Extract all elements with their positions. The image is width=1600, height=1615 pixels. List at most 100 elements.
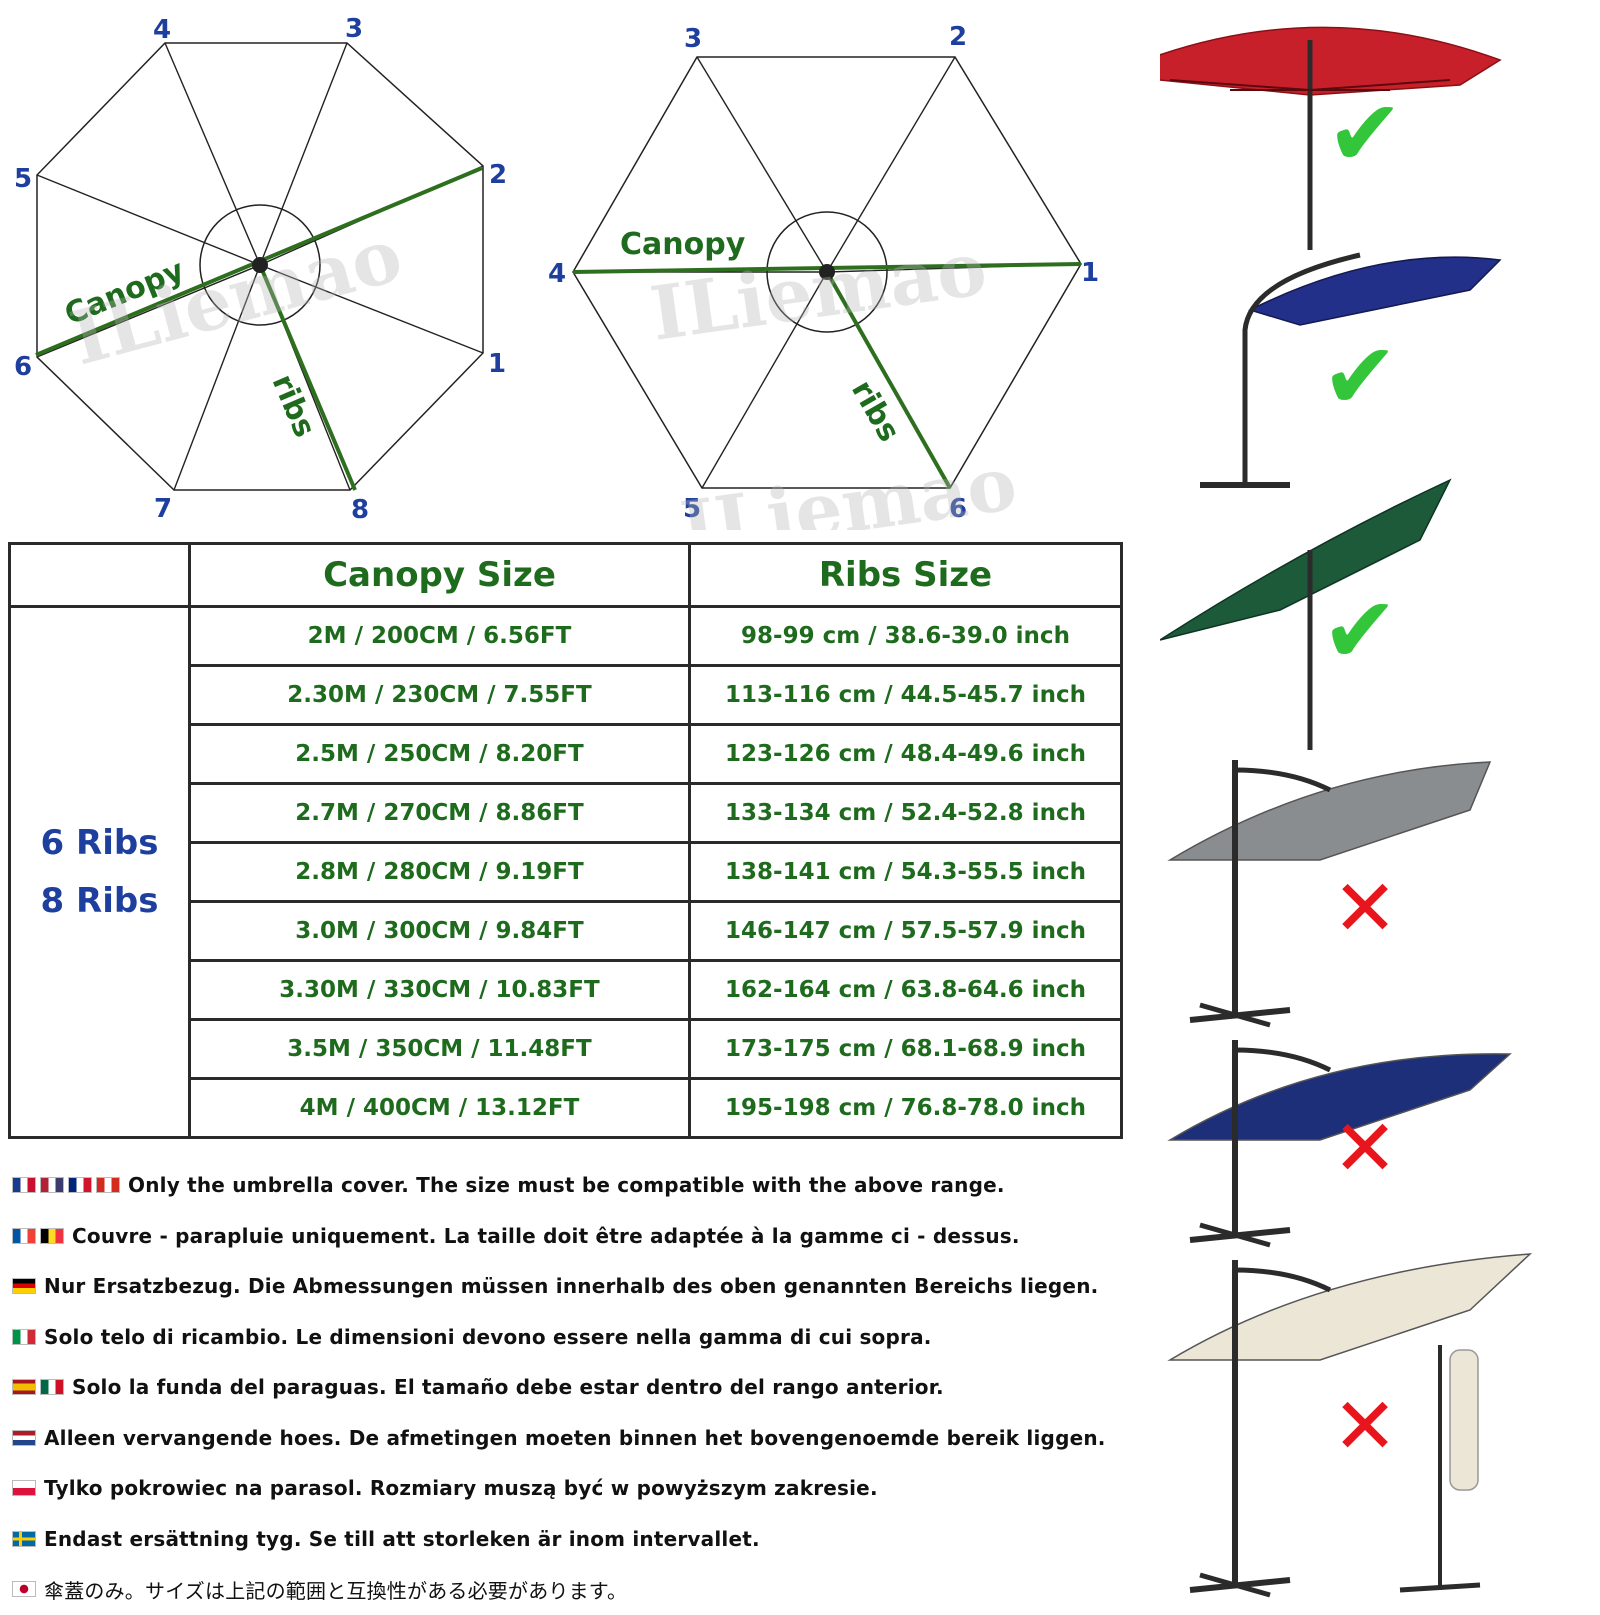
grey-cantilever-umbrella: ✕: [1167, 760, 1492, 1028]
ribs-size-cell: 173-175 cm / 68.1-68.9 inch: [688, 1018, 1123, 1080]
note-text: Endast ersättning tyg. Se till att storl…: [44, 1526, 760, 1551]
canopy-size-cell: 2.30M / 230CM / 7.55FT: [188, 664, 691, 726]
ribs-size-cell: 123-126 cm / 48.4-49.6 inch: [688, 723, 1123, 785]
note-text: Tylko pokrowiec na parasol. Rozmiary mus…: [44, 1476, 878, 1501]
umbrella-compatibility-column: ✔✔✔✕✕✕: [1117, 0, 1600, 1600]
flag-icon-it: [12, 1328, 36, 1345]
note-row: Only the umbrella cover. The size must b…: [12, 1160, 1122, 1211]
rib-line: [696, 56, 828, 273]
flag-group: [12, 1429, 36, 1446]
flag-icon-au: [68, 1177, 92, 1194]
blue-offset-umbrella: ✔: [1200, 252, 1502, 488]
point-label: 5: [683, 494, 701, 524]
hub-center: [819, 264, 835, 280]
note-row: Alleen vervangende hoes. De afmetingen m…: [12, 1413, 1122, 1464]
rib-line: [259, 264, 484, 354]
flag-icon-ca: [96, 1177, 120, 1194]
flag-icon-be: [40, 1227, 64, 1244]
point-label: 1: [488, 349, 506, 379]
flag-group: [12, 1328, 36, 1345]
rib-line: [173, 264, 261, 491]
flag-icon-us: [40, 1177, 64, 1194]
ribs-size-cell: 146-147 cm / 57.5-57.9 inch: [688, 900, 1123, 962]
point-label: 4: [153, 15, 171, 45]
table-header-empty: [8, 542, 191, 608]
ribs-size-cell: 162-164 cm / 63.8-64.6 inch: [688, 959, 1123, 1021]
table-header-ribs: Ribs Size: [688, 542, 1123, 608]
canopy-label: Canopy: [620, 227, 746, 262]
flag-icon-jp: [12, 1581, 36, 1598]
note-text: Solo telo di ricambio. Le dimensioni dev…: [44, 1324, 932, 1349]
note-text: Solo la funda del paraguas. El tamaño de…: [72, 1375, 944, 1400]
canopy-size-cell: 2.8M / 280CM / 9.19FT: [188, 841, 691, 903]
hub-circle: [766, 211, 888, 333]
cross-icon: ✕: [1332, 1104, 1397, 1194]
flag-icon-mx: [40, 1379, 64, 1396]
canopy-size-cell: 4M / 400CM / 13.12FT: [188, 1077, 691, 1139]
check-icon: ✔: [1321, 323, 1398, 430]
flag-icon-pl: [12, 1480, 36, 1497]
rib-line: [36, 174, 261, 266]
note-text: 傘蓋のみ。サイズは上記の範囲と互換性がある必要があります。: [44, 1578, 628, 1603]
flag-icon-fr: [12, 1227, 36, 1244]
flag-group: [12, 1379, 64, 1396]
note-text: Nur Ersatzbezug. Die Abmessungen müssen …: [44, 1274, 1099, 1299]
flag-group: [12, 1278, 36, 1295]
note-row: Endast ersättning tyg. Se till att storl…: [12, 1514, 1122, 1565]
point-label: 1: [1081, 258, 1099, 288]
ribs-size-cell: 98-99 cm / 38.6-39.0 inch: [688, 605, 1123, 667]
watermark: ILiemao: [676, 441, 1022, 530]
ribs-count-label: 6 Ribs: [40, 823, 159, 863]
point-label: 5: [14, 164, 32, 194]
point-label: 2: [949, 22, 967, 52]
ribs-size-cell: 195-198 cm / 76.8-78.0 inch: [688, 1077, 1123, 1139]
hub-circle: [199, 204, 321, 326]
point-label: 6: [949, 494, 967, 524]
point-label: 3: [684, 24, 702, 54]
note-row: Solo la funda del paraguas. El tamaño de…: [12, 1362, 1122, 1413]
rib-line: [259, 42, 348, 266]
canopy-size-cell: 3.30M / 330CM / 10.83FT: [188, 959, 691, 1021]
note-text: Alleen vervangende hoes. De afmetingen m…: [44, 1425, 1106, 1450]
canopy-size-cell: 3.5M / 350CM / 11.48FT: [188, 1018, 691, 1080]
table-header-row: Canopy Size Ribs Size: [8, 542, 1123, 608]
point-label: 4: [548, 259, 566, 289]
ribs-label: ribs: [844, 375, 907, 448]
flag-icon-de: [12, 1278, 36, 1295]
point-label: 2: [489, 160, 507, 190]
flag-group: [12, 1581, 36, 1598]
flag-icon-es: [12, 1379, 36, 1396]
beige-led-cantilever-umbrella: ✕: [1167, 1253, 1533, 1598]
ribs-count-label: 8 Ribs: [40, 881, 159, 921]
table-header-canopy: Canopy Size: [188, 542, 691, 608]
point-label: 8: [351, 495, 369, 525]
umbrella-illustrations: ✔✔✔✕✕✕: [1117, 26, 1533, 1598]
note-row: 傘蓋のみ。サイズは上記の範囲と互換性がある必要があります。: [12, 1564, 1122, 1615]
rib-line: [701, 271, 828, 489]
rib-line: [164, 42, 261, 266]
watermark: ILiemao: [62, 212, 410, 382]
ribs-measure-line: [825, 271, 952, 489]
point-label: 7: [154, 494, 172, 524]
notes-list: Only the umbrella cover. The size must b…: [12, 1160, 1122, 1615]
flag-icon-se: [12, 1530, 36, 1547]
note-row: Nur Ersatzbezug. Die Abmessungen müssen …: [12, 1261, 1122, 1312]
ribs-measure-line: [258, 264, 357, 491]
ribs-size-cell: 113-116 cm / 44.5-45.7 inch: [688, 664, 1123, 726]
flag-group: [12, 1177, 120, 1194]
ribs-size-cell: 138-141 cm / 54.3-55.5 inch: [688, 841, 1123, 903]
note-row: Tylko pokrowiec na parasol. Rozmiary mus…: [12, 1463, 1122, 1514]
canopy-size-cell: 2M / 200CM / 6.56FT: [188, 605, 691, 667]
red-market-umbrella: ✔: [1117, 26, 1502, 250]
